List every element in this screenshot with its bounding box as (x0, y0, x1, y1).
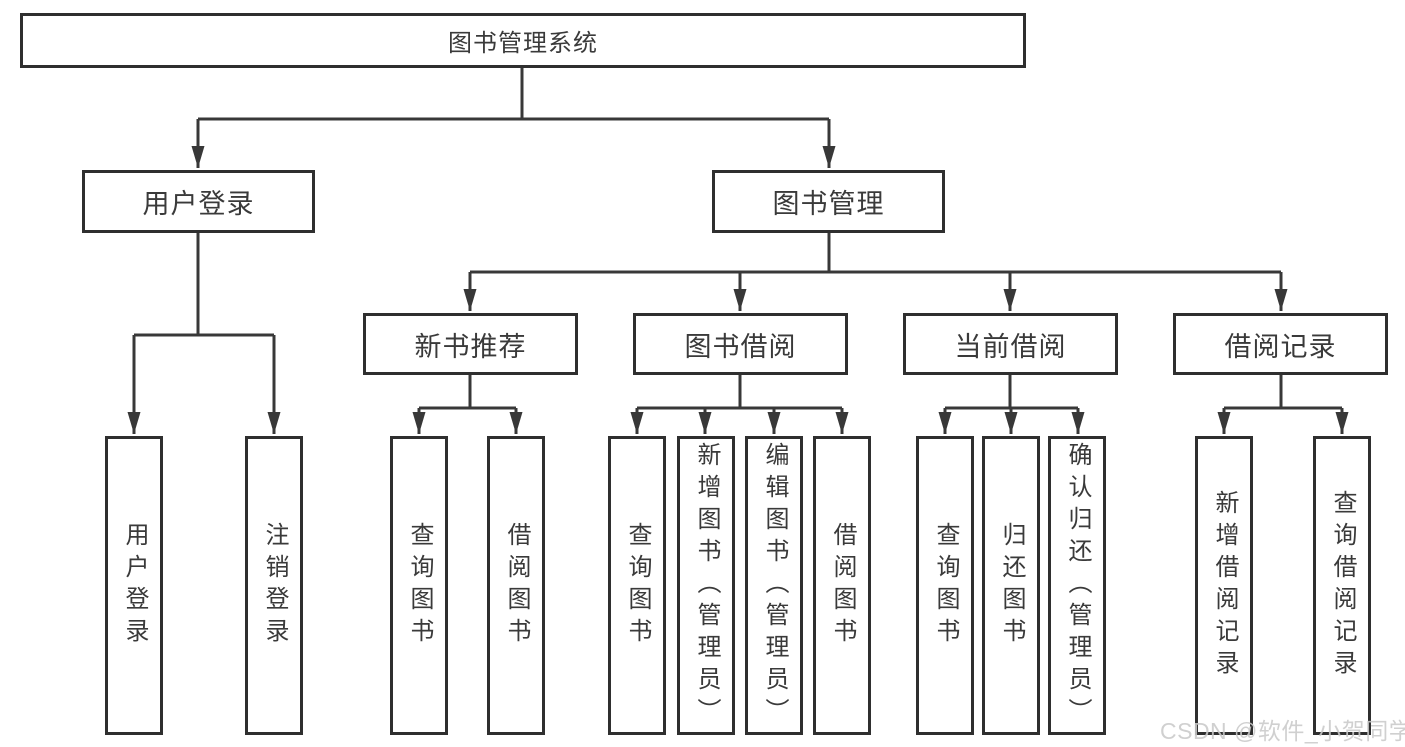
node-label: 新增借阅记录 (1211, 489, 1238, 682)
leaf-edit-book-admin: 编辑图书（管理员） (745, 436, 803, 735)
csdn-watermark: CSDN @软件_小贺同学 (1160, 718, 1405, 744)
node-label: 用户登录 (121, 521, 148, 650)
node-label: 新增图书（管理员） (693, 441, 720, 730)
leaf-confirm-return-admin: 确认归还（管理员） (1048, 436, 1106, 735)
node-label: 当前借阅 (954, 331, 1067, 362)
node-label: 图书管理 (772, 189, 885, 219)
node-label: 查询图书 (932, 521, 959, 650)
leaf-user-login: 用户登录 (105, 436, 163, 735)
node-new-book-recommendation: 新书推荐 (363, 313, 578, 375)
leaf-query-borrow-record: 查询借阅记录 (1313, 436, 1371, 735)
node-label: 图书借阅 (684, 331, 797, 362)
node-label: 图书管理系统 (448, 30, 598, 57)
leaf-query-books-current: 查询图书 (916, 436, 974, 735)
leaf-add-borrow-record: 新增借阅记录 (1195, 436, 1253, 735)
leaf-return-books: 归还图书 (982, 436, 1040, 735)
leaf-borrow-books-recommend: 借阅图书 (487, 436, 545, 735)
node-label: 查询图书 (406, 521, 433, 650)
node-label: 注销登录 (261, 521, 288, 650)
node-label: 用户登录 (142, 189, 255, 219)
leaf-query-books-borrowing: 查询图书 (608, 436, 666, 735)
node-label: 归还图书 (998, 521, 1025, 650)
leaf-query-books-recommend: 查询图书 (390, 436, 448, 735)
node-label: 借阅图书 (503, 521, 530, 650)
node-label: 借阅图书 (829, 521, 856, 650)
node-book-management: 图书管理 (712, 170, 945, 233)
leaf-logout: 注销登录 (245, 436, 303, 735)
node-label: 新书推荐 (414, 331, 527, 362)
node-current-borrowing: 当前借阅 (903, 313, 1118, 375)
node-book-borrowing: 图书借阅 (633, 313, 848, 375)
node-label: 编辑图书（管理员） (761, 441, 788, 730)
node-borrowing-records: 借阅记录 (1173, 313, 1388, 375)
node-label: 查询图书 (624, 521, 651, 650)
leaf-add-book-admin: 新增图书（管理员） (677, 436, 735, 735)
node-label: 借阅记录 (1224, 331, 1337, 362)
node-label: 查询借阅记录 (1329, 489, 1356, 682)
node-library-management-system: 图书管理系统 (20, 13, 1026, 68)
leaf-borrow-books-borrowing: 借阅图书 (813, 436, 871, 735)
node-user-login: 用户登录 (82, 170, 315, 233)
node-label: 确认归还（管理员） (1064, 441, 1091, 730)
